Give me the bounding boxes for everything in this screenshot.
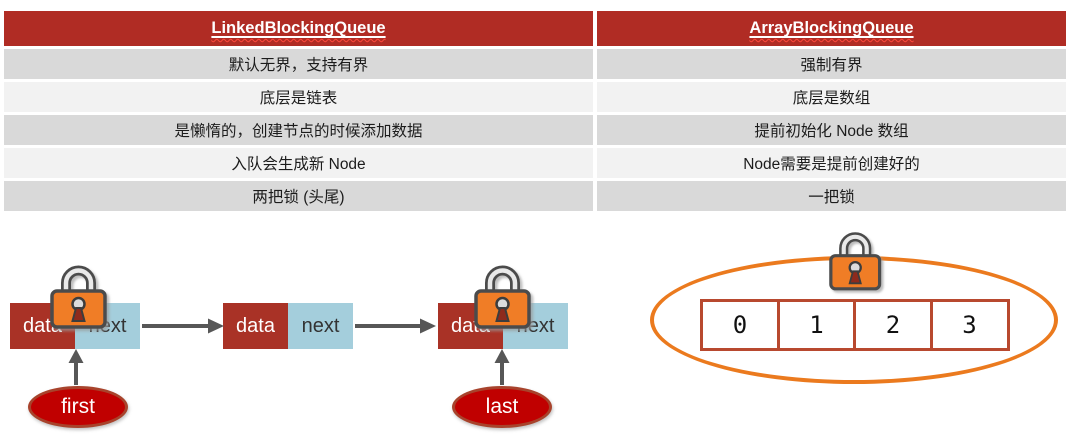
node-next-cell: next (75, 303, 140, 349)
table-cell: 一把锁 (597, 181, 1066, 211)
header-label: LinkedBlockingQueue (211, 19, 386, 37)
arrow-node1-to-node2 (142, 318, 224, 334)
arrow-first-to-node1 (68, 349, 84, 385)
table-cell: 入队会生成新 Node (4, 148, 593, 178)
node-data-cell: data (10, 303, 75, 349)
table-cell: 默认无界，支持有界 (4, 49, 593, 79)
comparison-table: LinkedBlockingQueue ArrayBlockingQueue 默… (4, 11, 1066, 211)
table-cell: 提前初始化 Node 数组 (597, 115, 1066, 145)
first-label: first (61, 395, 95, 418)
first-pointer-ellipse: first (28, 386, 128, 428)
table-cell: 两把锁 (头尾) (4, 181, 593, 211)
table-header-linkedblockingqueue: LinkedBlockingQueue (4, 11, 593, 46)
node-next-cell: next (503, 303, 568, 349)
table-cell: 强制有界 (597, 49, 1066, 79)
table-cell: 是懒惰的，创建节点的时候添加数据 (4, 115, 593, 145)
array-cell-3: 3 (929, 299, 1010, 351)
node-data-cell: data (223, 303, 288, 349)
linked-node-3: data next (438, 303, 568, 349)
array-cell-0: 0 (700, 299, 780, 351)
array-cell-2: 2 (853, 299, 933, 351)
table-cell: 底层是链表 (4, 82, 593, 112)
array-cells: 0 1 2 3 (700, 299, 1010, 351)
linked-node-1: data next (10, 303, 140, 349)
node-next-cell: next (288, 303, 353, 349)
header-label: ArrayBlockingQueue (749, 19, 914, 37)
node-data-cell: data (438, 303, 503, 349)
table-cell: Node需要是提前创建好的 (597, 148, 1066, 178)
last-label: last (485, 395, 519, 418)
table-header-arrayblockingqueue: ArrayBlockingQueue (597, 11, 1066, 46)
arrow-node2-to-node3 (355, 318, 436, 334)
table-cell: 底层是数组 (597, 82, 1066, 112)
linked-node-2: data next (223, 303, 353, 349)
array-cell-1: 1 (776, 299, 857, 351)
arrow-last-to-node3 (494, 349, 510, 385)
last-pointer-ellipse: last (452, 386, 552, 428)
